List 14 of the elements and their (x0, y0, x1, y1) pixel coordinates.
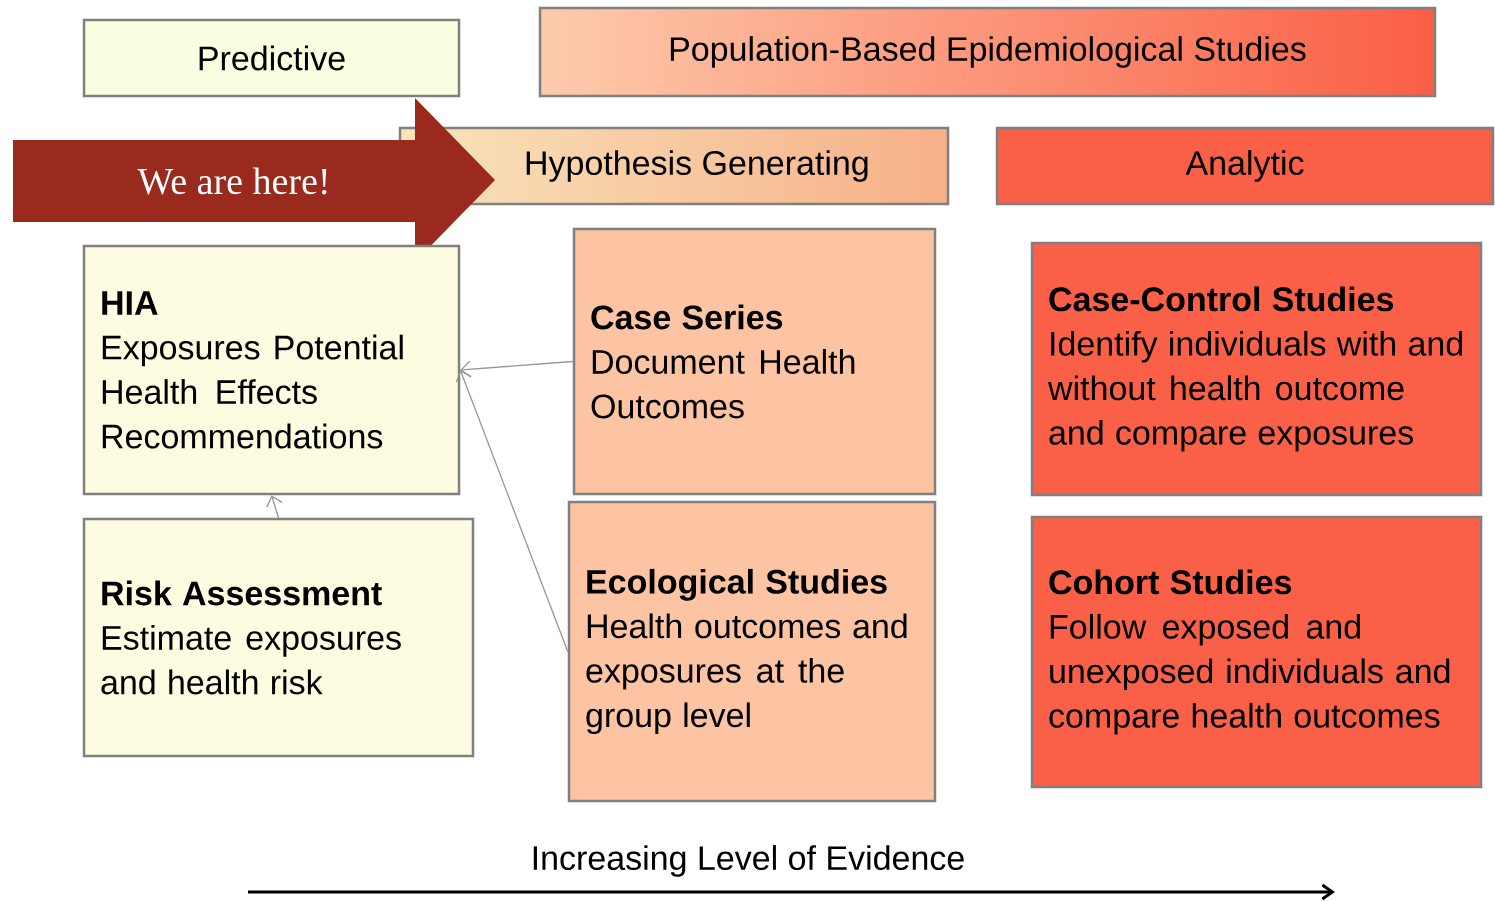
callout-banner: We are here! (13, 98, 495, 262)
header-band: Analytic (995, 126, 1495, 206)
header-band: Population-Based Epidemiological Studies (538, 6, 1437, 98)
header-band: Predictive (82, 18, 461, 98)
connector-arrow (460, 360, 574, 378)
text-box: Case-Control Studies Identify individuals with and without health outcome and compare exposures (1030, 241, 1483, 497)
text-box: Cohort Studies Follow exposed and unexposed individuals and compare health outcomes (1030, 515, 1483, 789)
connector-arrow (266, 495, 283, 519)
text-box: Case Series Document Health Outcomes (572, 227, 937, 496)
text-box: Risk Assessment Estimate exposures and health risk (82, 517, 475, 758)
text-box: Ecological Studies Health outcomes and exposures at the group level (567, 500, 937, 803)
connector-arrow (455, 370, 569, 653)
axis-label: Increasing Level of Evidence (533, 845, 964, 877)
text-box: HIA Exposures Potential Health Effects Recommendations (82, 244, 461, 496)
